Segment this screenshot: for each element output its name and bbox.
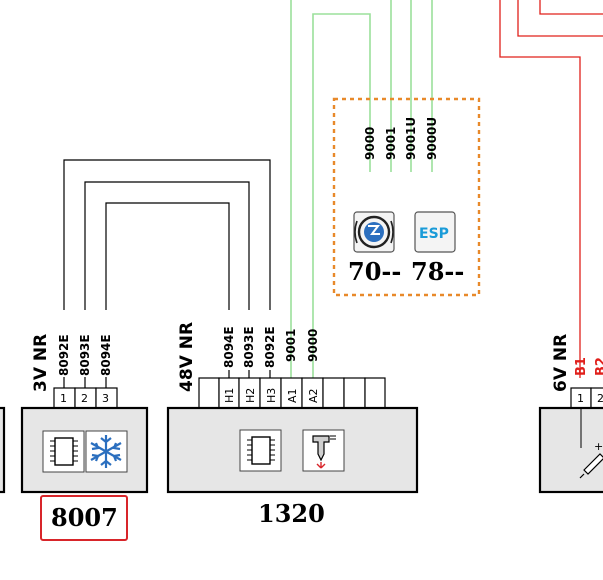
wire-red-top — [539, 0, 603, 15]
pin-label-right-2: 2 — [597, 392, 603, 405]
wire-label-right-B1: B1 — [574, 357, 589, 376]
wire-8094E — [105, 202, 230, 310]
chip-icon-8007 — [42, 430, 85, 473]
black-wires — [63, 159, 271, 388]
voltage-label-right: 6V NR — [551, 334, 571, 392]
component-id-1320: 1320 — [258, 499, 325, 528]
dotted-group-frame — [332, 97, 481, 297]
pin-label-1320-H2: H2 — [244, 388, 257, 403]
esp-icon-text: ESP — [419, 226, 449, 242]
wire-label-1320-0: 8094E — [222, 326, 236, 368]
component-body-1320 — [166, 406, 419, 494]
wire-B2 — [517, 0, 603, 37]
wire-label-8007-1: 8093E — [78, 334, 92, 376]
chip-icon-1320 — [239, 429, 282, 472]
wire-label-1320-2: 8092E — [263, 326, 277, 368]
group-wire-label-0: 9000 — [363, 127, 377, 160]
pin-label-8007-3: 3 — [102, 392, 109, 405]
pin-box-1320-empty-3 — [364, 377, 386, 409]
wire-B1 — [499, 0, 581, 378]
red-wires — [499, 0, 603, 378]
connector-8007 — [53, 387, 118, 409]
esp-icon: ESP — [414, 211, 456, 253]
wire-label-right-B2: B2 — [594, 357, 603, 376]
wire-label-1320-3: 9001 — [284, 329, 298, 362]
pin-label-1320-A1: A1 — [286, 388, 299, 403]
partial-component-left — [0, 406, 6, 494]
wire-label-8007-2: 8094E — [99, 334, 113, 376]
pin-label-1320-H3: H3 — [265, 388, 278, 403]
connector-1320 — [198, 377, 386, 409]
pin-label-8007-2: 2 — [81, 392, 88, 405]
voltage-label-1320: 48V NR — [177, 322, 197, 392]
group-id-70: 70-- — [348, 257, 401, 286]
group-wire-label-2: 9001U — [404, 117, 418, 160]
injector-icon — [302, 429, 345, 472]
pin-box-1320-empty-0 — [198, 377, 220, 409]
component-id-8007: 8007 — [51, 503, 118, 532]
voltage-label-8007: 3V NR — [31, 334, 51, 392]
pin-box-1320-empty-1 — [322, 377, 345, 409]
id-highlight-8007 — [40, 495, 128, 541]
group-wire-label-1: 9001 — [384, 127, 398, 160]
pin-label-8007-1: 1 — [60, 392, 67, 405]
sensor-probe-icon: + — [579, 408, 603, 479]
green-wires — [290, 0, 433, 378]
tire-traction-icon — [353, 211, 395, 253]
group-id-78: 78-- — [411, 257, 464, 286]
group-wire-label-3: 9000U — [425, 117, 439, 160]
wire-9000-to-1320 — [312, 13, 371, 378]
wire-label-1320-4: 9000 — [306, 329, 320, 362]
wire-label-1320-1: 8093E — [242, 326, 256, 368]
wire-label-8007-0: 8092E — [57, 334, 71, 376]
pin-label-right-1: 1 — [577, 392, 584, 405]
svg-text:+: + — [594, 440, 603, 453]
snowflake-icon — [85, 430, 128, 473]
connector-right — [570, 387, 603, 409]
component-body-right — [538, 406, 603, 494]
pin-label-1320-H1: H1 — [223, 388, 236, 403]
pin-label-1320-A2: A2 — [307, 388, 320, 403]
wire-8092E — [63, 159, 271, 310]
pin-box-1320-empty-2 — [343, 377, 366, 409]
wire-8093E — [84, 181, 250, 310]
